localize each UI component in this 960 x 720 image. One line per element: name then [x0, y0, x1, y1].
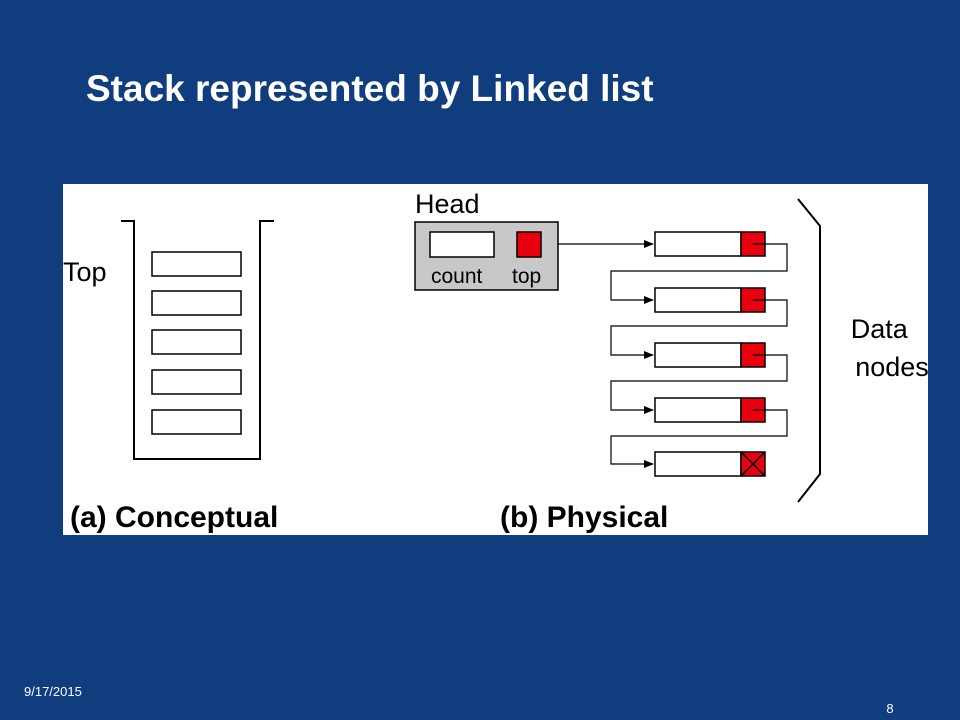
stack-element — [151, 329, 242, 355]
node-data-field — [654, 287, 742, 313]
stack-element — [151, 369, 242, 395]
node-data-field — [654, 231, 742, 257]
head-node: count top — [414, 221, 559, 291]
node-data-field — [654, 342, 742, 368]
top-pointer-label: top — [512, 265, 541, 288]
data-node-last — [654, 451, 766, 477]
data-node — [654, 287, 766, 313]
physical-caption: (b) Physical — [500, 501, 668, 534]
null-cross-icon — [740, 451, 766, 477]
data-nodes-label-line1: Data — [851, 314, 909, 344]
data-node — [654, 231, 766, 257]
data-nodes-brace — [797, 198, 821, 503]
stack-element — [151, 251, 242, 277]
count-field — [429, 231, 495, 258]
top-label: Top — [63, 257, 107, 287]
slide-date: 9/17/2015 — [24, 684, 82, 699]
node-data-field — [654, 397, 742, 423]
next-link-arrow — [610, 354, 788, 414]
data-nodes-label-line2: nodes — [855, 352, 928, 382]
next-link-arrow — [610, 299, 788, 359]
node-data-field — [654, 451, 742, 477]
next-link-arrow — [610, 409, 788, 468]
stack-container-outline — [121, 220, 274, 460]
next-link-arrow — [610, 243, 788, 304]
data-node — [654, 397, 766, 423]
page-number: 8 — [886, 701, 894, 716]
conceptual-stack: Top (a) Conceptual — [63, 220, 278, 534]
data-node — [654, 342, 766, 368]
head-label: Head — [415, 189, 480, 219]
slide-title: Stack represented by Linked list — [86, 68, 654, 109]
stack-element — [151, 290, 242, 316]
stack-element — [151, 409, 242, 435]
physical-linked-list: Head count top — [414, 189, 928, 534]
top-pointer-field — [516, 231, 542, 258]
stack-linked-list-figure: Top (a) Conceptual Head count top — [63, 184, 928, 535]
count-label: count — [431, 265, 483, 288]
conceptual-caption: (a) Conceptual — [70, 501, 278, 534]
data-nodes-label: Data nodes — [851, 314, 928, 382]
